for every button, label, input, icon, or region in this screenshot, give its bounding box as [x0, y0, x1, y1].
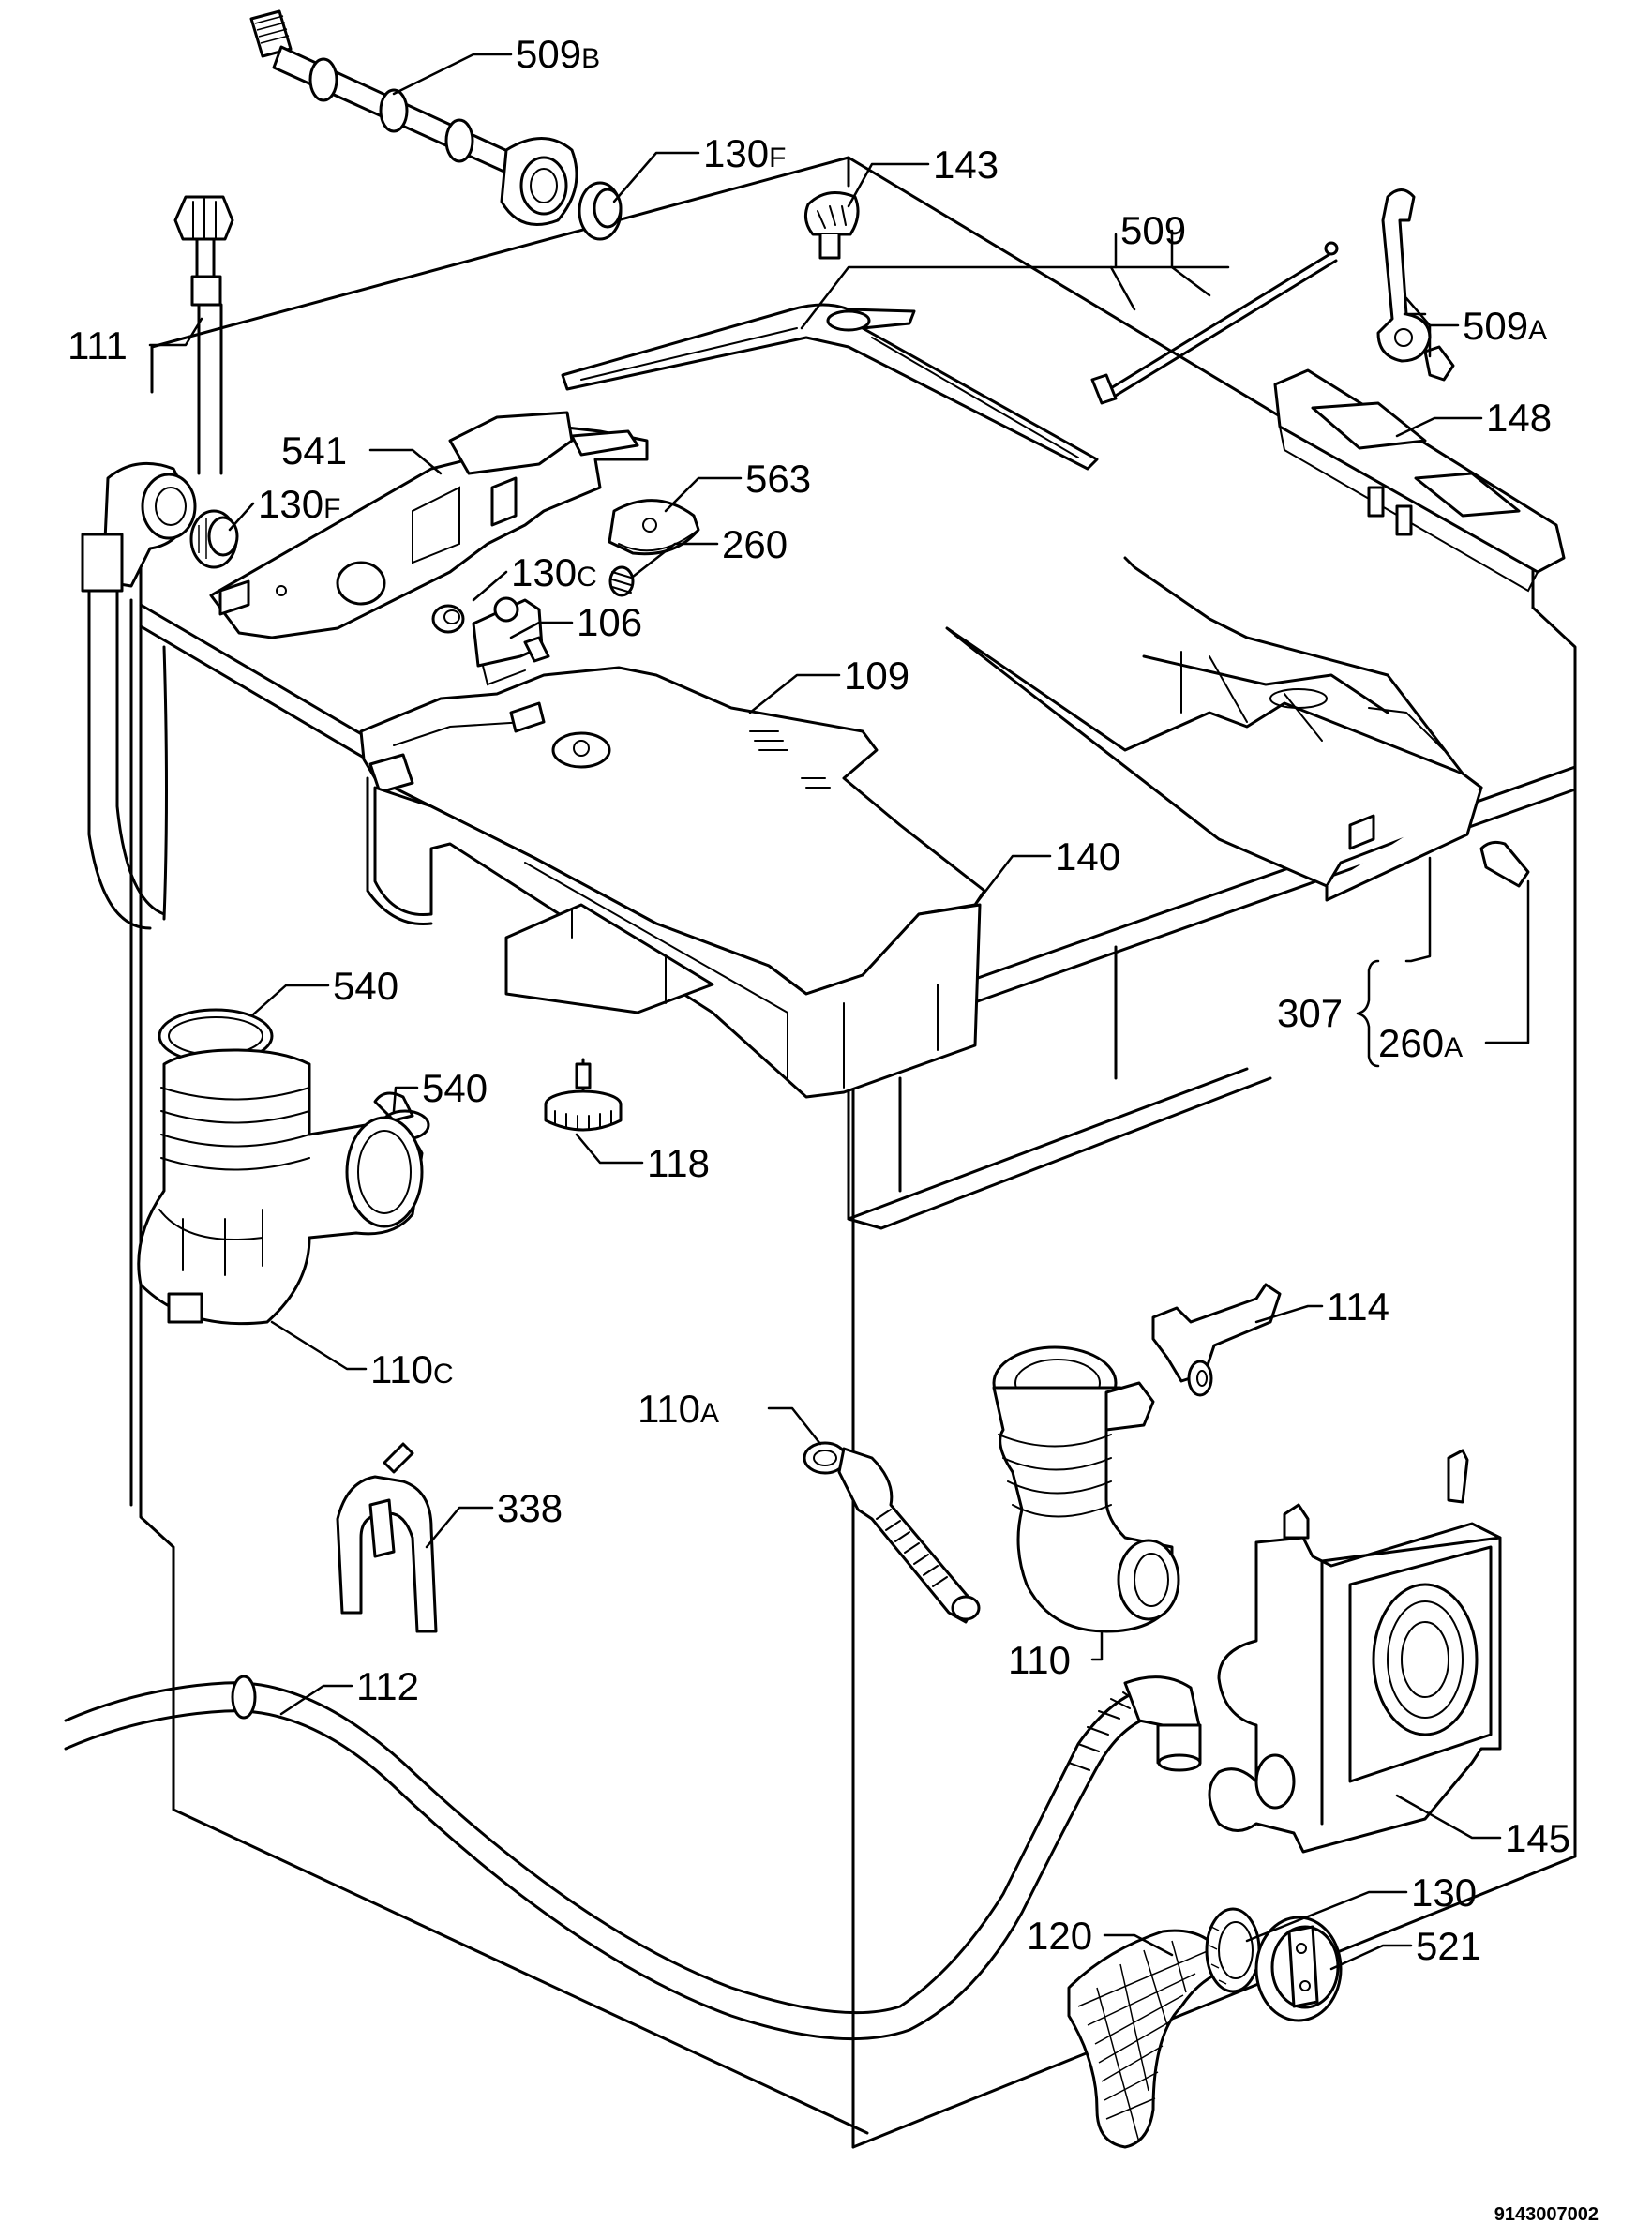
- cam-563: [608, 499, 700, 556]
- part-label-540-a: 540: [333, 964, 398, 1008]
- bracket-541: [209, 411, 649, 639]
- part-label-130: 130: [1411, 1871, 1477, 1915]
- part-label-130f-top: 130F: [703, 131, 786, 175]
- part-label-106: 106: [577, 600, 642, 644]
- part-label-110: 110: [1008, 1638, 1071, 1682]
- grommet-130c: [431, 604, 465, 634]
- hose-110a: [803, 1441, 981, 1624]
- part-label-120: 120: [1027, 1914, 1092, 1958]
- part-label-118: 118: [647, 1141, 710, 1185]
- lever-509: [561, 303, 1099, 471]
- part-label-563: 563: [745, 457, 811, 501]
- part-label-111: 111: [68, 323, 128, 368]
- nut-130f-top: [578, 181, 623, 241]
- cap-521: [1254, 1916, 1343, 2022]
- part-label-260: 260: [722, 522, 788, 566]
- float-118: [544, 1058, 623, 1132]
- crank-509a: [1376, 188, 1455, 382]
- drain-hose-112: [64, 1675, 1202, 2041]
- leader-lines: [148, 53, 1530, 1971]
- part-label-109: 109: [844, 654, 909, 698]
- sump-hose-110c: [137, 1048, 424, 1326]
- part-label-145: 145: [1505, 1816, 1570, 1860]
- filter-120: [1067, 1929, 1230, 2149]
- clip-338: [336, 1442, 438, 1633]
- inlet-pipe-509b: [249, 9, 578, 226]
- part-label-143: 143: [933, 143, 999, 187]
- part-label-540-b: 540: [422, 1066, 488, 1110]
- part-label-140: 140: [1055, 834, 1120, 879]
- rod-509: [1090, 241, 1339, 405]
- knob-143: [803, 191, 860, 260]
- part-label-148: 148: [1486, 396, 1552, 440]
- part-label-338: 338: [497, 1486, 563, 1530]
- dispenser-housing-140: [366, 776, 982, 1099]
- part-label-130f-mid: 130F: [258, 482, 340, 526]
- document-number: 9143007002: [1494, 2204, 1599, 2225]
- part-label-110c: 110C: [370, 1347, 454, 1391]
- hose-110: [992, 1345, 1180, 1633]
- part-label-541: 541: [281, 428, 347, 473]
- part-label-509b: 509B: [516, 32, 600, 76]
- part-label-509a: 509A: [1463, 304, 1547, 348]
- spring-260: [608, 565, 635, 597]
- nut-130f-mid: [189, 509, 239, 569]
- pump-145: [1208, 1449, 1502, 1854]
- part-label-509: 509: [1120, 208, 1186, 252]
- part-label-130c: 130C: [511, 550, 597, 594]
- part-label-114: 114: [1327, 1285, 1389, 1329]
- latch-260a: [1479, 840, 1530, 888]
- part-label-112: 112: [356, 1664, 419, 1708]
- gasket-130: [1205, 1907, 1261, 1993]
- inlet-hose-111: [81, 195, 234, 930]
- bracket-114: [1151, 1283, 1282, 1397]
- part-labels: 509B 130F 143 509 509A 111 148 541 563 1…: [68, 32, 1599, 2225]
- detergent-drawer-307: [945, 556, 1483, 902]
- part-label-307: 307: [1277, 991, 1343, 1035]
- part-label-110a: 110A: [638, 1387, 719, 1431]
- part-label-260a: 260A: [1378, 1021, 1463, 1065]
- part-label-521: 521: [1416, 1924, 1481, 1968]
- valve-106: [472, 596, 550, 686]
